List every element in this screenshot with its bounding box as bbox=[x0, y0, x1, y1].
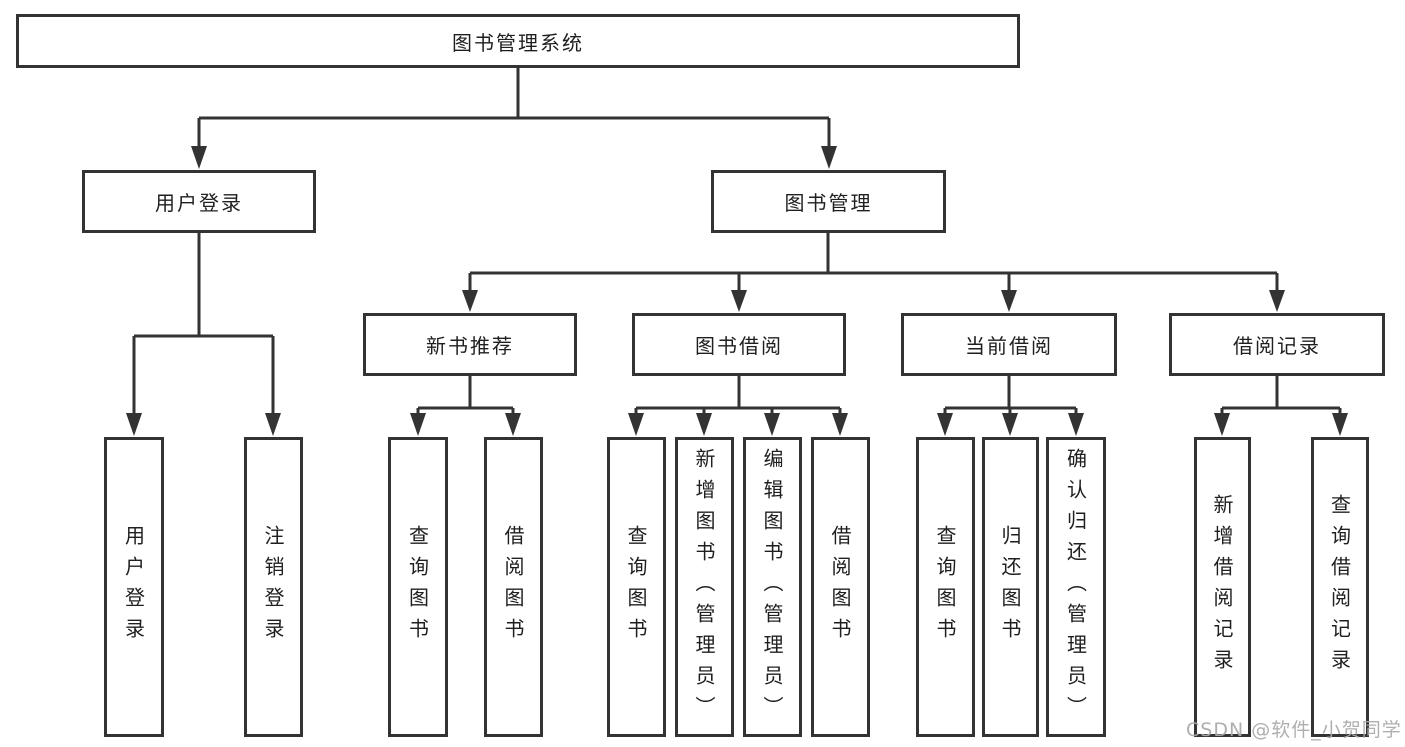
leaf-add-books-admin: 新增图书（管理员） bbox=[675, 437, 734, 737]
leaf-edit-books-admin: 编辑图书（管理员） bbox=[743, 437, 802, 737]
connector-new-book-rec-children bbox=[416, 376, 515, 417]
arrowhead bbox=[764, 413, 780, 436]
arrowheads bbox=[126, 146, 1348, 436]
node-root-system: 图书管理系统 bbox=[16, 14, 1020, 68]
arrowhead bbox=[126, 413, 142, 436]
connector-root-to-level2 bbox=[197, 68, 831, 150]
leaf-query-borrow-record: 查询借阅记录 bbox=[1311, 437, 1369, 737]
arrowhead bbox=[1001, 290, 1017, 312]
connector-book-mgmt-children bbox=[468, 233, 1279, 293]
leaf-borrow-books: 借阅图书 bbox=[811, 437, 870, 737]
leaf-logout: 注销登录 bbox=[244, 437, 303, 737]
arrowhead bbox=[696, 413, 712, 436]
leaf-add-borrow-record: 新增借阅记录 bbox=[1194, 437, 1251, 737]
arrowhead bbox=[191, 146, 207, 169]
leaf-user-login: 用户登录 bbox=[104, 437, 164, 737]
arrowhead bbox=[265, 413, 281, 436]
arrowhead bbox=[462, 290, 478, 312]
arrowhead bbox=[1214, 413, 1230, 436]
leaf-query-books-recommend: 查询图书 bbox=[388, 437, 448, 737]
arrowhead bbox=[832, 413, 848, 436]
connector-user-login-children bbox=[132, 233, 275, 417]
node-user-login: 用户登录 bbox=[82, 170, 316, 233]
arrowhead bbox=[937, 413, 953, 436]
arrowhead bbox=[1269, 290, 1285, 312]
leaf-borrow-books-recommend: 借阅图书 bbox=[484, 437, 543, 737]
connector-book-borrow-children bbox=[634, 376, 842, 417]
connector-borrow-records-children bbox=[1220, 376, 1342, 417]
arrowhead bbox=[505, 413, 521, 436]
csdn-watermark: CSDN @软件_小贺同学 bbox=[1186, 719, 1402, 741]
leaf-query-books-borrowing: 查询图书 bbox=[607, 437, 666, 737]
node-current-borrowing: 当前借阅 bbox=[901, 313, 1117, 376]
node-borrowing-records: 借阅记录 bbox=[1169, 313, 1385, 376]
arrowhead bbox=[410, 413, 426, 436]
arrowhead bbox=[821, 146, 837, 169]
connector-current-borrow-children bbox=[943, 376, 1078, 417]
arrowhead bbox=[1002, 413, 1018, 436]
arrowhead bbox=[1332, 413, 1348, 436]
leaf-query-books-current: 查询图书 bbox=[916, 437, 975, 737]
arrowhead bbox=[628, 413, 644, 436]
node-new-book-recommend: 新书推荐 bbox=[363, 313, 577, 376]
leaf-confirm-return-admin: 确认归还（管理员） bbox=[1046, 437, 1106, 737]
leaf-return-books: 归还图书 bbox=[982, 437, 1039, 737]
node-book-borrowing: 图书借阅 bbox=[632, 313, 846, 376]
arrowhead bbox=[1068, 413, 1084, 436]
node-book-management: 图书管理 bbox=[711, 170, 946, 233]
arrowhead bbox=[731, 290, 747, 312]
